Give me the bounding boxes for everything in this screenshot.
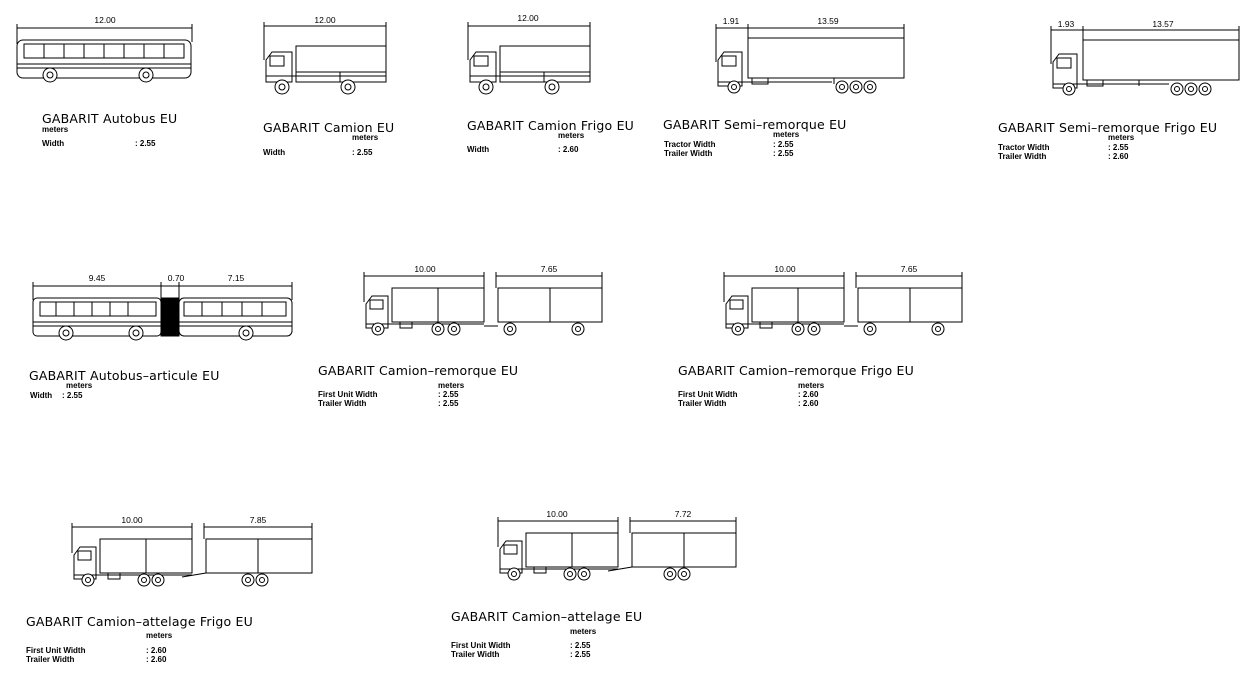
dim-first-unit: 10.00 bbox=[546, 509, 568, 519]
units-label: meters bbox=[570, 627, 597, 636]
spec-value: : 2.60 bbox=[1108, 152, 1129, 161]
spec-label: Trailer Width bbox=[664, 149, 713, 158]
block-title: GABARIT Camion Frigo EU bbox=[467, 118, 635, 133]
spec-label: First Unit Width bbox=[451, 641, 511, 650]
spec-value: : 2.60 bbox=[798, 399, 819, 408]
units-label: meters bbox=[438, 381, 465, 390]
block-title: GABARIT Autobus EU bbox=[42, 111, 178, 126]
dim-first-unit: 10.00 bbox=[121, 515, 143, 525]
spec-label: Trailer Width bbox=[678, 399, 727, 408]
block-title: GABARIT Semi–remorque Frigo EU bbox=[998, 120, 1218, 135]
spec-value: : 2.55 bbox=[352, 148, 373, 157]
camion-drawing bbox=[262, 20, 388, 96]
units-label: meters bbox=[558, 131, 585, 140]
spec-value: : 2.60 bbox=[146, 646, 167, 655]
spec-value: : 2.55 bbox=[438, 399, 459, 408]
spec-value: : 2.60 bbox=[798, 390, 819, 399]
block-title: GABARIT Camion EU bbox=[263, 120, 395, 135]
spec-value: : 2.55 bbox=[570, 641, 591, 650]
dim-joint: 0.70 bbox=[167, 273, 185, 283]
spec-value: : 2.55 bbox=[1108, 143, 1129, 152]
dim-length: 12.00 bbox=[94, 15, 116, 25]
dim-tractor: 1.93 bbox=[1057, 19, 1075, 29]
dim-trailer: 7.65 bbox=[540, 264, 558, 274]
spec-label: Trailer Width bbox=[998, 152, 1047, 161]
spec-label: Width bbox=[30, 391, 53, 400]
block-title: GABARIT Camion–remorque EU bbox=[318, 363, 519, 378]
spec-label: Width bbox=[263, 148, 286, 157]
dim-rear: 7.15 bbox=[227, 273, 245, 283]
block-title: GABARIT Semi–remorque EU bbox=[663, 117, 847, 132]
camion-attelage-drawing bbox=[496, 515, 740, 583]
spec-value: : 2.55 bbox=[570, 650, 591, 659]
spec-value: : 2.55 bbox=[62, 391, 83, 400]
dim-front: 9.45 bbox=[88, 273, 106, 283]
units-label: meters bbox=[42, 125, 69, 134]
autobus-articule-drawing bbox=[30, 278, 296, 344]
block-title: GABARIT Camion–remorque Frigo EU bbox=[678, 363, 914, 378]
camion-frigo-drawing bbox=[466, 20, 592, 96]
camion-attelage-frigo-drawing bbox=[70, 521, 316, 589]
spec-label: Width bbox=[42, 139, 65, 148]
semi-frigo-drawing bbox=[1049, 24, 1243, 98]
spec-value: : 2.60 bbox=[558, 145, 579, 154]
dim-length: 12.00 bbox=[517, 13, 539, 23]
spec-label: Tractor Width bbox=[664, 140, 716, 149]
spec-label: Trailer Width bbox=[318, 399, 367, 408]
spec-value: : 2.55 bbox=[438, 390, 459, 399]
units-label: meters bbox=[146, 631, 173, 640]
spec-label: First Unit Width bbox=[318, 390, 378, 399]
spec-label: Trailer Width bbox=[451, 650, 500, 659]
block-title: GABARIT Autobus–articule EU bbox=[29, 368, 220, 383]
spec-value: : 2.55 bbox=[135, 139, 156, 148]
units-label: meters bbox=[773, 130, 800, 139]
spec-label: Width bbox=[467, 145, 490, 154]
spec-value: : 2.60 bbox=[146, 655, 167, 664]
camion-remorque-drawing bbox=[362, 270, 606, 338]
dim-first-unit: 10.00 bbox=[774, 264, 796, 274]
units-label: meters bbox=[1108, 133, 1135, 142]
units-label: meters bbox=[798, 381, 825, 390]
block-title: GABARIT Camion–attelage EU bbox=[451, 609, 643, 624]
units-label: meters bbox=[352, 133, 379, 142]
semi-drawing bbox=[714, 22, 908, 96]
spec-label: Tractor Width bbox=[998, 143, 1050, 152]
dim-first-unit: 10.00 bbox=[414, 264, 436, 274]
units-label: meters bbox=[66, 381, 93, 390]
dim-tractor: 1.91 bbox=[722, 16, 740, 26]
spec-value: : 2.55 bbox=[773, 140, 794, 149]
autobus-drawing bbox=[14, 20, 196, 86]
block-title: GABARIT Camion–attelage Frigo EU bbox=[26, 614, 253, 629]
dim-trailer: 13.59 bbox=[817, 16, 839, 26]
dim-length: 12.00 bbox=[314, 15, 336, 25]
dim-trailer: 13.57 bbox=[1152, 19, 1174, 29]
spec-label: Trailer Width bbox=[26, 655, 75, 664]
dim-trailer: 7.72 bbox=[674, 509, 692, 519]
camion-remorque-frigo-drawing bbox=[722, 270, 966, 338]
spec-label: First Unit Width bbox=[26, 646, 86, 655]
spec-label: First Unit Width bbox=[678, 390, 738, 399]
dim-trailer: 7.85 bbox=[249, 515, 267, 525]
dim-trailer: 7.65 bbox=[900, 264, 918, 274]
spec-value: : 2.55 bbox=[773, 149, 794, 158]
